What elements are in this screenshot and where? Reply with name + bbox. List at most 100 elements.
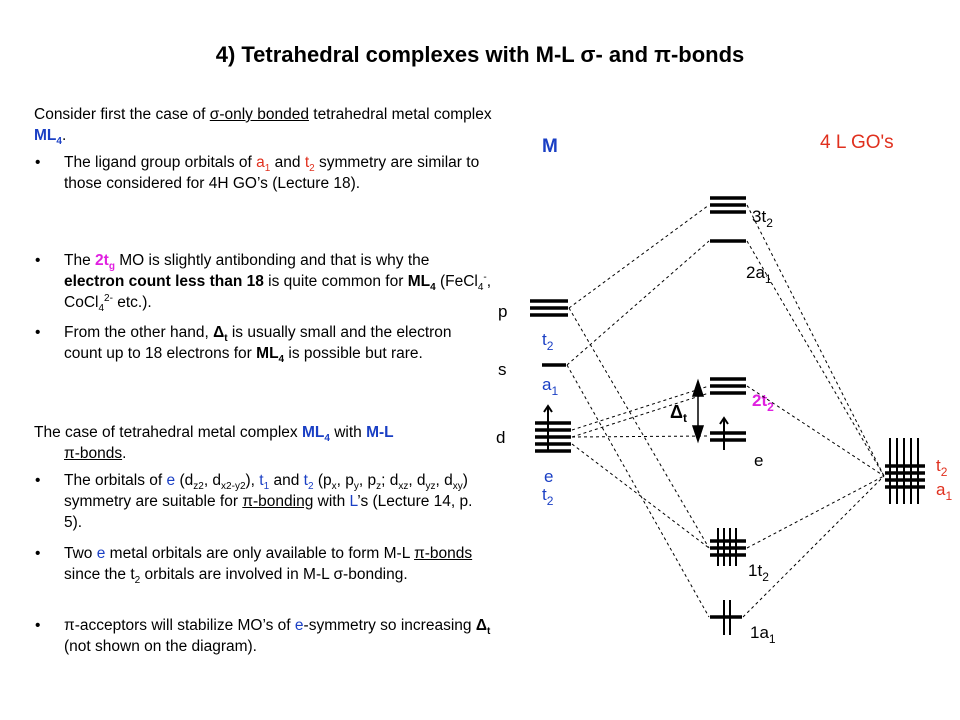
mo-diagram: M 4 L GO's p s d t2 a1 e t2 — [496, 132, 952, 646]
b6-delta: Δ — [475, 617, 487, 634]
b2-text-f: etc.). — [112, 294, 152, 311]
b2-co-sub: 4 — [98, 303, 105, 315]
b4-py: y — [353, 481, 359, 493]
b4-text-b: (d — [175, 472, 194, 489]
b4-text-m: with — [313, 493, 350, 510]
mo-e-electron — [719, 416, 729, 450]
b4-dxz: xz — [398, 481, 409, 493]
bullet-2: • — [35, 252, 41, 269]
p-t2-label: t2 — [542, 330, 554, 353]
b4-text-e2: and — [269, 472, 304, 489]
page-title: 4) Tetrahedral complexes with M-L σ- and… — [215, 42, 745, 67]
b2-co-sup: 2- — [104, 292, 113, 304]
b3-delta: Δ — [213, 324, 225, 341]
b4-dxy: xy — [452, 481, 463, 493]
b3-ml: ML — [256, 345, 279, 362]
b4-x2y2: x2-y2 — [221, 481, 246, 493]
b4-z2: z2 — [193, 481, 204, 493]
p2-ml-sub: 4 — [324, 433, 330, 445]
b4-t2: t — [303, 472, 308, 489]
b2-2tg: 2t — [95, 252, 109, 269]
b4-text-n: ’s (Lecture 14, p. 5). — [64, 493, 473, 531]
b4-px: x — [331, 481, 337, 493]
b3-text-a: From the other hand, — [64, 324, 214, 341]
b5-e: e — [96, 545, 106, 562]
b6-e: e — [294, 617, 304, 634]
b1-t2: t — [304, 154, 310, 171]
b6-text-c: (not shown on the diagram). — [64, 638, 257, 655]
b4-text-c: , d — [203, 472, 222, 489]
bullet-delta-small: • From the other hand, Δt is usually sma… — [35, 322, 492, 365]
d-e-label: e — [544, 467, 553, 486]
mo-2t2-level — [710, 377, 746, 395]
bullet-5: • — [35, 545, 41, 562]
p2-text-a: The case of tetrahedral metal complex — [34, 424, 302, 441]
b1-a1-sub: 1 — [264, 163, 271, 175]
b2-fe-sub: 4 — [477, 282, 484, 294]
b2-ml: ML — [407, 273, 431, 290]
b2-ml-sub: 4 — [430, 282, 436, 294]
b1-a1: a — [256, 154, 265, 171]
b3-text-c: is possible but rare. — [284, 345, 423, 362]
b1-text-c: symmetry are similar to those considered… — [64, 154, 480, 192]
bullet-2tg-antibonding: • The 2tg MO is slightly antibonding and… — [35, 250, 492, 315]
p1-text-c: . — [61, 127, 67, 144]
metal-label: M — [542, 136, 558, 157]
b2-text-a: The — [64, 252, 96, 269]
b4-text-i: ; d — [381, 472, 399, 489]
b2-bold: electron count less than 18 — [64, 273, 264, 290]
d-t2-label: t2 — [542, 485, 554, 508]
go-t2-label: t2 — [936, 456, 948, 479]
b3-delta-sub: t — [224, 333, 228, 345]
b4-text-g: , p — [336, 472, 354, 489]
b4-pz: z — [376, 481, 382, 493]
metal-d-electron — [543, 404, 553, 452]
b6-delta-sub: t — [486, 626, 491, 638]
metal-p-level — [530, 299, 568, 317]
p2-underline: π-bonds — [64, 445, 123, 462]
mo-1t2-electrons — [717, 528, 737, 566]
mo-2t2-label: 2t2 — [752, 391, 774, 414]
p1-text-a: Consider first the case of — [34, 106, 210, 123]
bullet-3: • — [35, 324, 41, 341]
b2-text-c: is quite common for — [263, 273, 408, 290]
bullet-pi-acceptors: • π-acceptors will stabilize MO’s of e-s… — [35, 615, 492, 657]
b5-text-c: since the t — [64, 566, 135, 583]
b4-text-d: ), — [245, 472, 260, 489]
bullet-ligand-orbitals: • The ligand group orbitals of a1 and t2… — [35, 152, 492, 194]
b5-text-b: metal orbitals are only available to for… — [105, 545, 415, 562]
b2-text-e: , CoCl — [64, 273, 492, 311]
mo-1a1-label: 1a1 — [750, 623, 776, 646]
d-label: d — [496, 428, 505, 447]
b4-t1: t — [259, 472, 264, 489]
b4-e: e — [166, 472, 176, 489]
p1-ml-sub: 4 — [56, 136, 62, 148]
delta-t-label: Δt — [670, 402, 687, 425]
b5-text-d: orbitals are involved in M-L σ-bonding. — [140, 566, 408, 583]
b4-dyz: yz — [425, 481, 436, 493]
p1-underline: σ-only bonded — [209, 106, 309, 123]
b4-text-k: , d — [435, 472, 453, 489]
b2-text-d: (FeCl — [435, 273, 478, 290]
b4-L: L — [349, 493, 358, 510]
b4-text-h: , p — [358, 472, 377, 489]
bullet-6: • — [35, 617, 41, 634]
b5-text-a: Two — [64, 545, 97, 562]
b4-t2-sub: 2 — [307, 481, 314, 493]
mo-1a1-electrons — [723, 600, 731, 635]
bullet-4: • — [35, 472, 41, 489]
s-a1-label: a1 — [542, 375, 558, 398]
bullet-1: • — [35, 154, 41, 171]
metal-d-level — [535, 421, 571, 453]
mo-1t2-label: 1t2 — [748, 561, 769, 584]
b4-text-f: (p — [313, 472, 332, 489]
paragraph-pi-bonds: The case of tetrahedral metal complex ML… — [34, 422, 494, 464]
b1-text-b: and — [270, 154, 305, 171]
b3-text-b: is usually small and the electron count … — [64, 324, 452, 362]
b1-text-a: The ligand group orbitals of — [64, 154, 257, 171]
p2-ml: ML — [301, 424, 325, 441]
bullet-two-e-orbitals: • Two e metal orbitals are only availabl… — [35, 543, 492, 587]
b5-t2-sub: 2 — [134, 575, 141, 587]
b4-text-a: The orbitals of — [64, 472, 167, 489]
p1-text-b: tetrahedral metal complex — [308, 106, 492, 123]
